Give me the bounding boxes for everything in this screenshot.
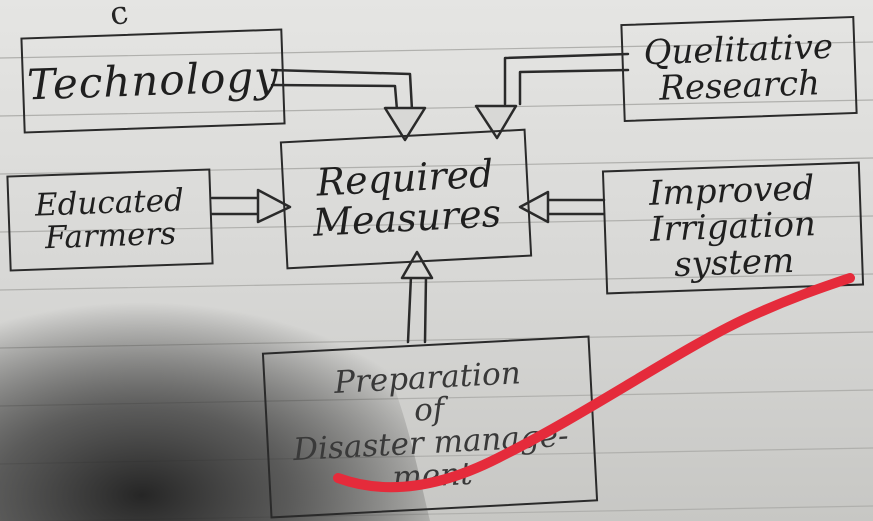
qualitative-research-box: Quelitative Research: [620, 15, 858, 123]
improved-irrigation-box: Improved Irrigation system: [601, 161, 865, 295]
technology-box: Technology: [20, 28, 286, 134]
educated-farmers-box: Educated Farmers: [6, 168, 214, 272]
improved-irrigation-label: Improved Irrigation system: [648, 168, 817, 285]
technology-label: Technology: [26, 51, 280, 110]
disaster-preparation-label: Preparation of Disaster manage- ment: [292, 355, 570, 496]
required-measures-box: Required Measures: [279, 128, 533, 270]
required-measures-label: Required Measures: [311, 151, 503, 245]
educated-farmers-label: Educated Farmers: [34, 182, 185, 257]
disaster-preparation-box: Preparation of Disaster manage- ment: [261, 335, 599, 519]
qualitative-research-label: Quelitative Research: [642, 27, 834, 109]
